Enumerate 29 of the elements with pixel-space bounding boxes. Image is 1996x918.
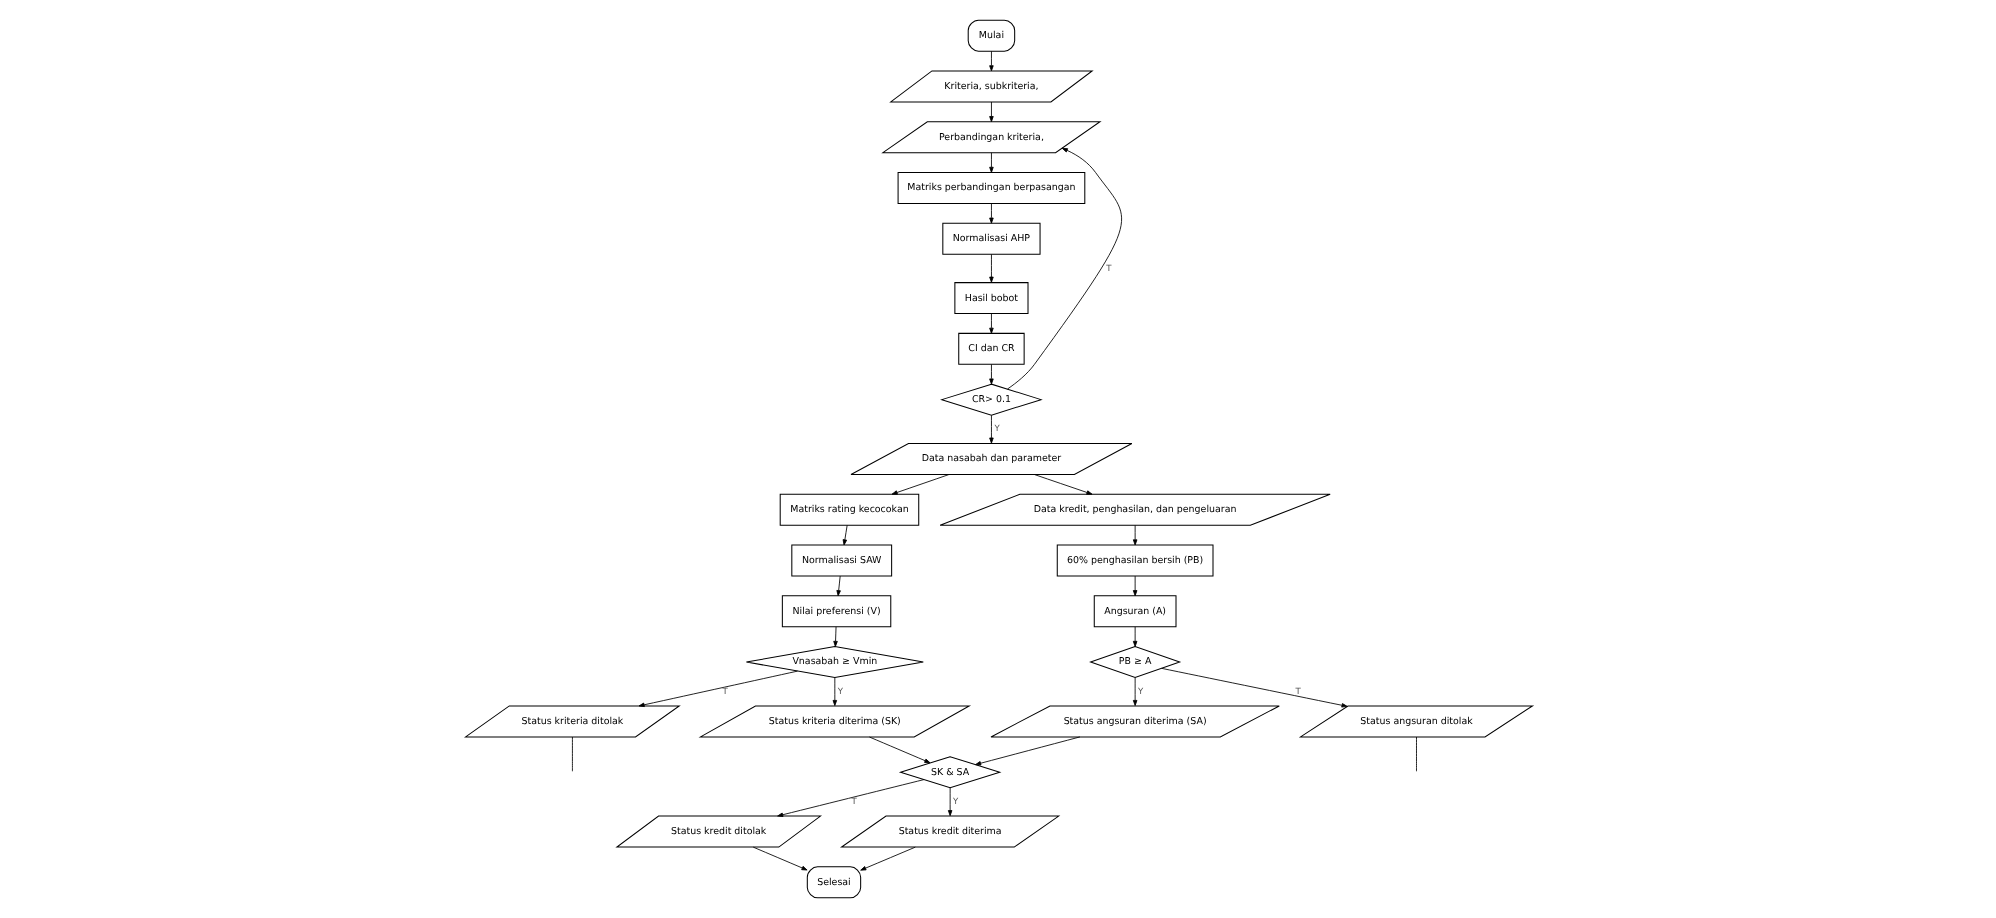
arrow <box>974 736 1080 766</box>
arrow <box>868 736 930 764</box>
arrow <box>946 787 952 817</box>
arrow <box>988 101 993 123</box>
arrow <box>637 670 797 708</box>
arrow <box>988 414 993 444</box>
arrow <box>988 50 993 72</box>
arrow <box>890 474 949 495</box>
arrow <box>1006 147 1122 390</box>
arrow <box>859 846 915 871</box>
connector <box>1415 736 1416 772</box>
arrow <box>1131 575 1137 597</box>
arrow <box>988 254 993 283</box>
connector <box>571 736 572 772</box>
arrow <box>776 779 924 817</box>
arrow <box>1160 667 1347 708</box>
arrow <box>831 677 837 706</box>
arrow <box>1131 524 1137 546</box>
arrow <box>1131 677 1137 706</box>
arrow <box>751 846 807 871</box>
arrow <box>835 575 840 597</box>
arrow <box>988 203 993 224</box>
arrow <box>1033 474 1092 495</box>
arrow <box>841 524 847 546</box>
arrow <box>988 364 993 385</box>
arrow <box>988 313 993 334</box>
arrow <box>1131 626 1137 647</box>
arrow <box>988 152 993 173</box>
arrow <box>832 626 837 647</box>
